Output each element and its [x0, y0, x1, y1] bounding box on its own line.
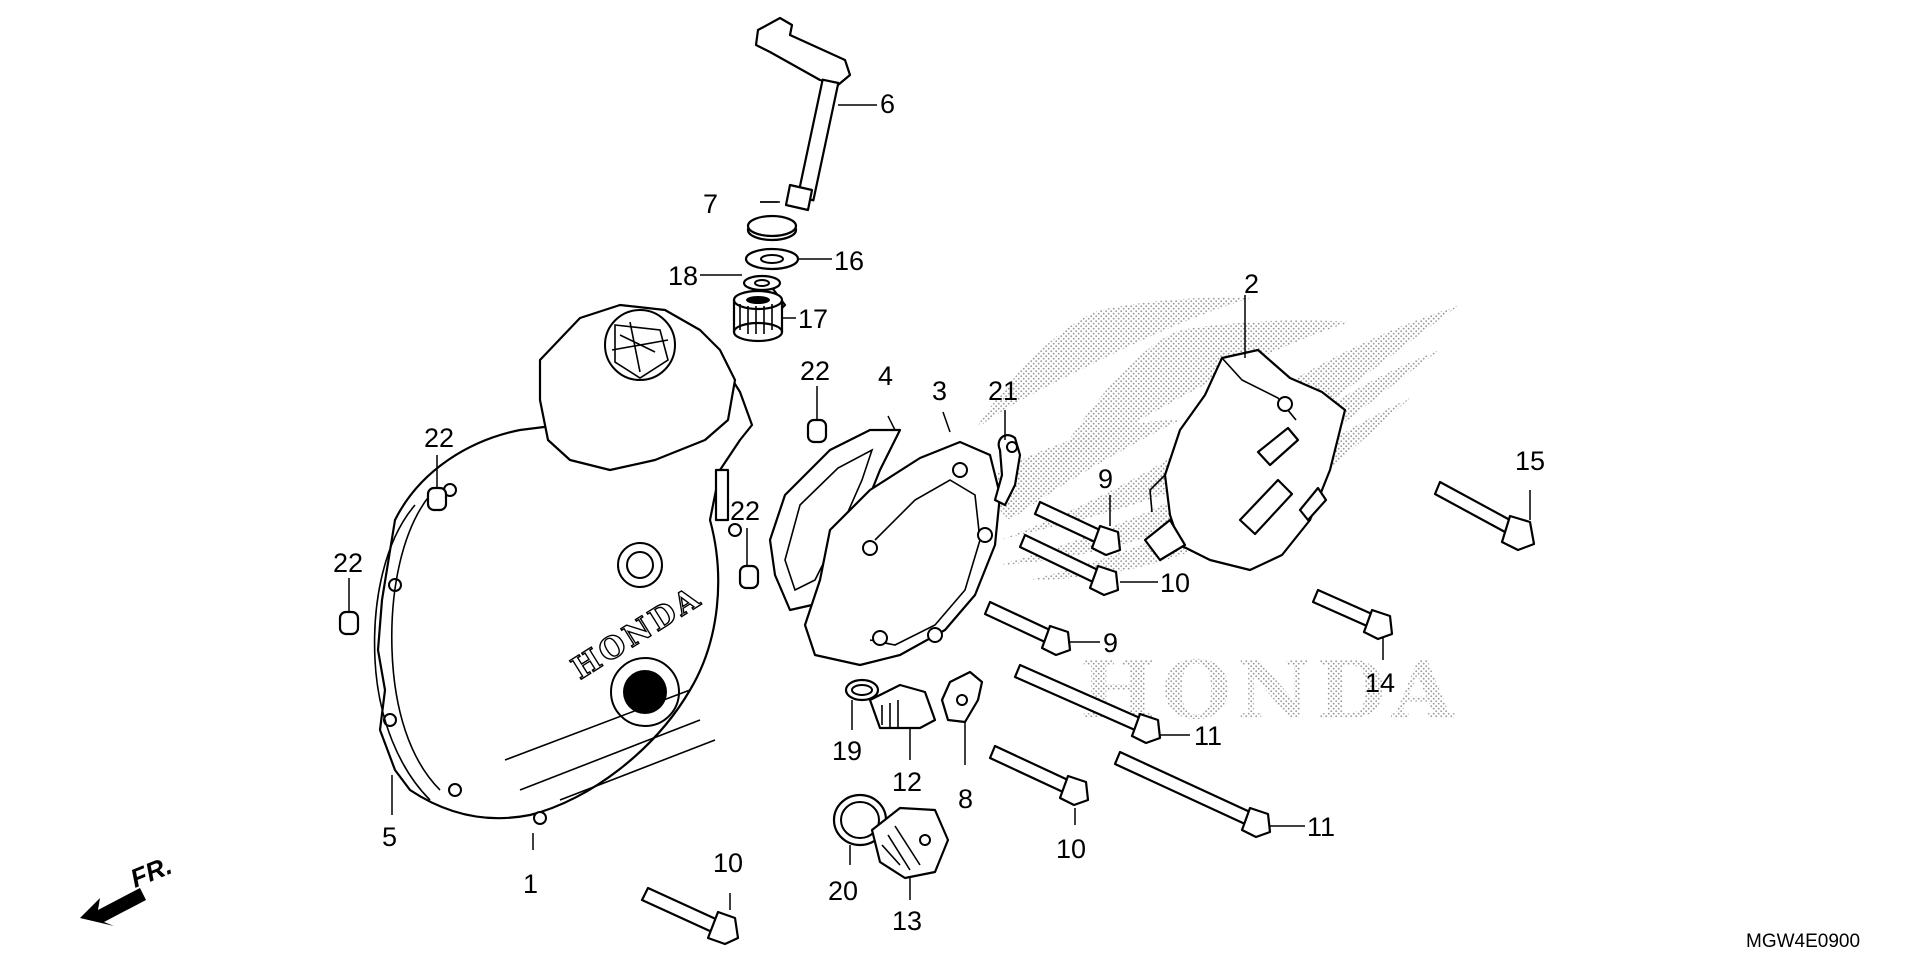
part-5-gasket [373, 494, 441, 801]
part-8-clamp [940, 670, 984, 724]
callout-17: 17 [798, 304, 828, 334]
callout-15: 15 [1515, 446, 1545, 476]
leader-lines [348, 104, 1531, 910]
callout-2: 2 [1244, 269, 1259, 299]
bolt-10-bottom-left [640, 886, 740, 946]
part-17-bearing [732, 289, 784, 343]
callout-22-a: 22 [800, 356, 830, 386]
callout-4: 4 [878, 361, 893, 391]
bolt-9-upper [1033, 500, 1122, 557]
bolt-11-lower [1113, 750, 1272, 839]
callout-16: 16 [834, 246, 864, 276]
bolt-15 [1433, 480, 1536, 552]
callout-10-middle: 10 [1160, 568, 1190, 598]
callout-11-upper: 11 [1194, 721, 1222, 751]
part-18-washer [742, 274, 782, 292]
callout-13: 13 [892, 906, 922, 936]
front-arrow-icon [80, 888, 146, 926]
part-12-plug [868, 683, 937, 730]
front-marker-text: FR. [126, 850, 176, 894]
callout-labels: 1 2 3 4 5 6 7 8 9 9 10 10 10 11 11 12 13… [333, 89, 1545, 936]
callout-22-b: 22 [730, 496, 760, 526]
part-21-clip [993, 434, 1022, 507]
callout-11-lower: 11 [1307, 812, 1335, 842]
callout-18: 18 [668, 261, 698, 291]
part-3-cover [803, 440, 1002, 667]
callout-20: 20 [828, 876, 858, 906]
callout-21: 21 [988, 376, 1018, 406]
callout-9-lower: 9 [1103, 628, 1118, 658]
part-6-shaft-lever [754, 16, 852, 212]
bolt-9-lower [983, 600, 1072, 657]
callout-10-lower: 10 [1056, 834, 1086, 864]
callout-8: 8 [958, 784, 973, 814]
callout-6: 6 [880, 89, 895, 119]
callout-19: 19 [832, 736, 862, 766]
part-1-left-crankcase-cover: HONDA [376, 283, 787, 825]
callout-22-c: 22 [424, 423, 454, 453]
callout-1: 1 [523, 869, 538, 899]
part-2-guard [1143, 348, 1347, 572]
bolt-10-middle [1018, 533, 1120, 597]
callout-12: 12 [892, 767, 922, 797]
callout-3: 3 [932, 376, 947, 406]
part-13-plug [870, 806, 950, 880]
callout-5: 5 [382, 822, 397, 852]
bolt-10-lower [988, 744, 1090, 807]
callout-10-bottom: 10 [713, 848, 743, 878]
callout-14: 14 [1365, 668, 1395, 698]
callout-9-upper: 9 [1098, 464, 1113, 494]
part-16-washer [744, 214, 800, 271]
bolt-11-upper [1013, 663, 1162, 745]
callout-22-d: 22 [333, 548, 363, 578]
part-19-o-ring [844, 678, 880, 702]
diagram-code: MGW4E0900 [1746, 931, 1860, 952]
bolts [640, 480, 1536, 946]
front-direction-marker: FR. [80, 850, 176, 926]
callout-7: 7 [703, 189, 718, 219]
bolt-14 [1311, 588, 1394, 641]
